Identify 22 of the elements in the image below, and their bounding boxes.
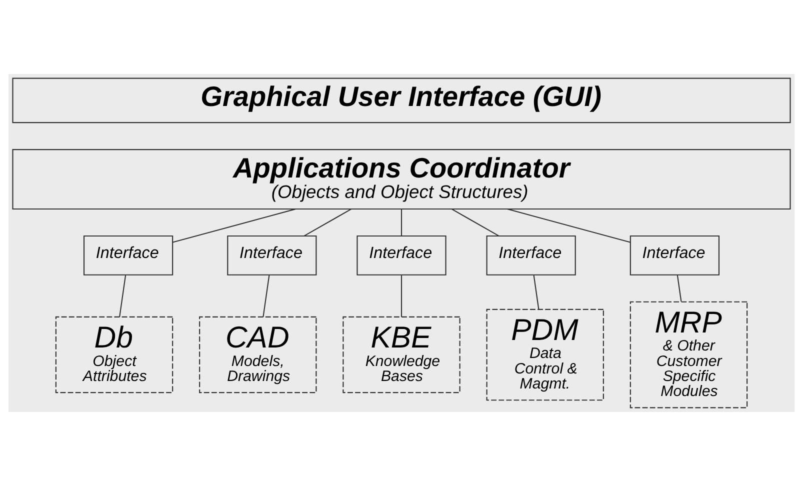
connector bbox=[262, 275, 270, 317]
node-box: Interface bbox=[630, 235, 720, 276]
node-box: Graphical User Interface (GUI) bbox=[12, 78, 791, 124]
connector bbox=[172, 208, 296, 243]
node-box: PDM Data Control & Magmt. bbox=[486, 308, 604, 401]
node-box: Interface bbox=[83, 235, 174, 276]
connector bbox=[676, 275, 682, 302]
connector bbox=[533, 275, 540, 310]
connector bbox=[452, 208, 500, 236]
node-box: Db Object Attributes bbox=[55, 316, 174, 394]
connector bbox=[400, 209, 402, 236]
connector bbox=[119, 275, 126, 317]
node-box: Interface bbox=[486, 235, 576, 276]
node-box: CAD Models, Drawings bbox=[199, 316, 317, 394]
connector bbox=[507, 208, 630, 243]
node-box: Applications Coordinator (Objects and Object Structures) bbox=[12, 149, 791, 210]
node-box: Interface bbox=[356, 235, 446, 276]
node-box: Interface bbox=[227, 235, 317, 276]
connector bbox=[400, 275, 402, 317]
node-box: KBE Knowledge Bases bbox=[342, 316, 460, 394]
node-box: MRP & Other Customer Specific Modules bbox=[630, 301, 748, 408]
connector bbox=[304, 208, 352, 236]
